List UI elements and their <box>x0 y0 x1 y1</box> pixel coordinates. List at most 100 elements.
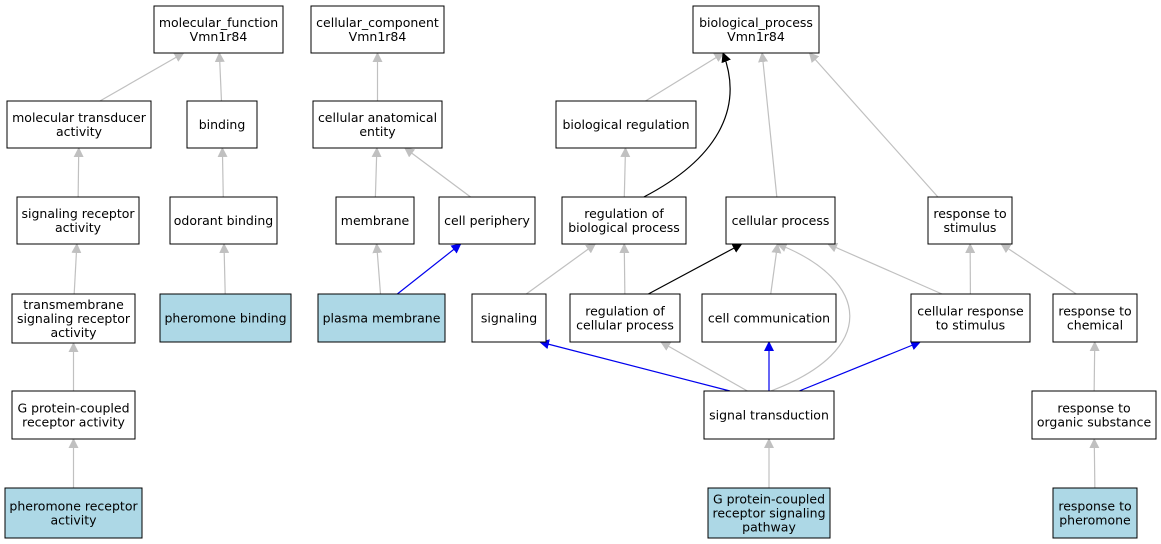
node-mem[interactable]: membrane <box>335 196 415 245</box>
node-box-rtp <box>1052 487 1138 539</box>
edge-pm-to-mem <box>372 243 383 295</box>
node-label-bp-0: biological_process <box>699 15 813 30</box>
node-box-mem <box>335 196 415 245</box>
node-box-cc2 <box>701 293 837 343</box>
node-label-rbp-1: biological process <box>568 220 680 235</box>
node-label-gpcrsp-1: receptor signaling <box>712 506 825 521</box>
node-label-rcp-0: regulation of <box>585 304 665 319</box>
edge-ros-to-rtc <box>1089 341 1100 392</box>
node-box-mf <box>153 5 284 54</box>
edge-sig-to-rbp <box>525 243 597 295</box>
node-label-cper-0: cell periphery <box>444 213 530 228</box>
node-cp[interactable]: cellular process <box>725 196 836 245</box>
node-box-rts <box>927 196 1013 245</box>
node-label-cae-0: cellular anatomical <box>318 110 437 125</box>
node-box-sig <box>471 293 547 343</box>
node-box-rtc <box>1052 293 1138 343</box>
node-box-bind <box>186 100 258 149</box>
node-pb[interactable]: pheromone binding <box>159 293 292 343</box>
edge-st-to-cp <box>770 242 851 392</box>
node-label-rtc-1: chemical <box>1067 318 1123 333</box>
node-label-bp-1: Vmn1r84 <box>727 29 785 44</box>
node-box-rcp <box>569 293 681 343</box>
node-label-cp-0: cellular process <box>732 213 830 228</box>
node-bind[interactable]: binding <box>186 100 258 149</box>
node-label-rts-1: stimulus <box>944 220 997 235</box>
edge-mem-to-cae <box>371 147 382 198</box>
edge-mta-to-mf <box>99 52 185 102</box>
node-label-rtp-0: response to <box>1058 499 1131 514</box>
node-cper[interactable]: cell periphery <box>438 196 536 245</box>
edge-sra-to-mta <box>73 147 84 198</box>
edge-cper-to-cae <box>404 147 471 198</box>
node-label-gpcra-1: receptor activity <box>22 415 125 430</box>
edge-rtc-to-rts <box>1000 243 1077 295</box>
edge-st-to-crs <box>798 340 922 392</box>
node-label-mta-0: molecular transducer <box>12 110 147 125</box>
node-box-breg <box>555 100 697 149</box>
node-label-crs-0: cellular response <box>917 304 1024 319</box>
node-breg[interactable]: biological regulation <box>555 100 697 149</box>
node-box-cper <box>438 196 536 245</box>
node-label-pm-0: plasma membrane <box>323 311 441 326</box>
edge-st-to-rcp <box>660 341 748 392</box>
node-box-cae <box>312 100 443 149</box>
node-box-pb <box>159 293 292 343</box>
node-box-gpcra <box>11 390 136 440</box>
node-label-pra-0: pheromone receptor <box>9 499 138 514</box>
node-ob[interactable]: odorant binding <box>169 196 278 245</box>
node-label-sra-0: signaling receptor <box>21 206 135 221</box>
node-label-gpcrsp-0: G protein-coupled <box>713 492 825 507</box>
edge-rbp-to-breg <box>620 147 631 198</box>
node-box-cp <box>725 196 836 245</box>
node-label-gpcra-0: G protein-coupled <box>17 401 129 416</box>
node-sig[interactable]: signaling <box>471 293 547 343</box>
edge-rcp-to-rbp <box>619 243 630 295</box>
node-label-tsra-0: transmembrane <box>23 297 124 312</box>
node-st[interactable]: signal transduction <box>703 390 835 440</box>
edge-ob-to-bind <box>217 147 228 198</box>
edges-layer <box>68 52 1100 489</box>
node-label-pra-1: activity <box>50 513 97 528</box>
node-cc2[interactable]: cell communication <box>701 293 837 343</box>
node-label-mta-1: activity <box>56 124 103 139</box>
edge-rbp-to-bp <box>643 52 731 198</box>
edge-crs-to-cp <box>827 243 943 295</box>
node-label-rtp-1: pheromone <box>1059 513 1131 528</box>
node-box-pra <box>4 487 143 539</box>
edge-pb-to-ob <box>219 243 230 295</box>
edge-rtp-to-ros <box>1089 438 1100 489</box>
node-box-crs <box>910 293 1031 343</box>
node-box-pm <box>317 293 446 343</box>
node-box-tsra <box>11 293 136 344</box>
node-label-rbp-0: regulation of <box>584 206 664 221</box>
node-box-mta <box>6 100 152 149</box>
nodes-layer: molecular_functionVmn1r84cellular_compon… <box>4 5 1157 539</box>
node-label-cae-1: entity <box>359 124 396 139</box>
node-box-gpcrsp <box>707 487 831 539</box>
node-pm[interactable]: plasma membrane <box>317 293 446 343</box>
edge-cc2-to-cp <box>770 243 782 295</box>
edge-bind-to-mf <box>214 52 225 102</box>
node-box-bp <box>692 5 820 54</box>
node-label-mf-0: molecular_function <box>159 15 278 30</box>
node-box-sra <box>16 196 140 245</box>
